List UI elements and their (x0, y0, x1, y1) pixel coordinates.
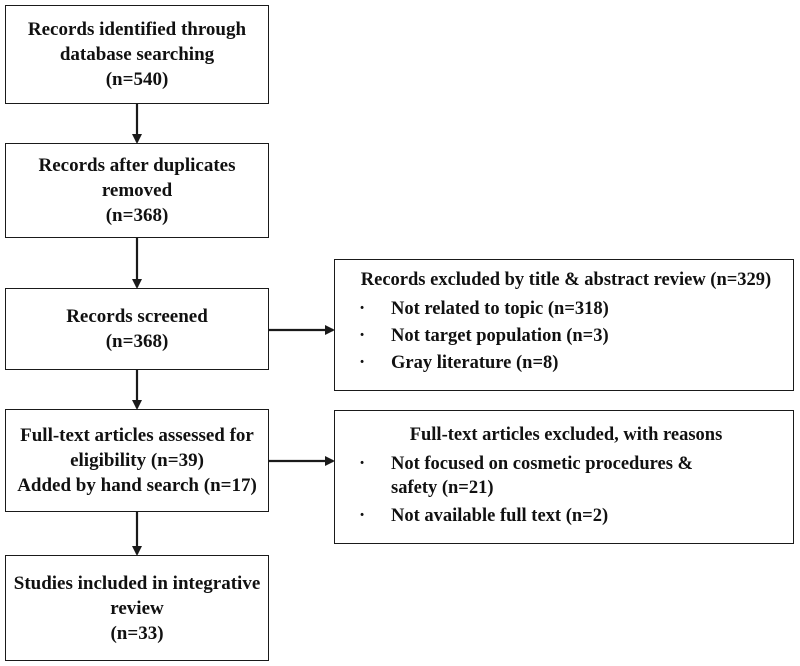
deduplicated-count: (n=368) (105, 205, 169, 226)
deduplicated-line-2: removed (101, 180, 173, 201)
list-item: · Gray literature (n=8) (345, 351, 787, 375)
list-item: · Not available full text (n=2) (345, 504, 787, 528)
screened-line-1: Records screened (66, 306, 208, 327)
fulltext-exclusions-box: Full-text articles excluded, with reason… (334, 410, 794, 544)
screened-count: (n=368) (105, 331, 169, 352)
bullet-dot: · (359, 506, 366, 526)
bullet-dot: · (359, 353, 366, 373)
bullet-dot: · (359, 454, 366, 474)
fulltext-line-3: Added by hand search (n=17) (17, 475, 257, 496)
deduplicated-line-1: Records after duplicates (38, 155, 236, 176)
exclusion-reason: Not available full text (n=2) (391, 506, 609, 526)
exclusion-reason: Gray literature (n=8) (391, 353, 559, 373)
bullet-dot: · (359, 299, 366, 319)
identified-line-1: Records identified through (27, 19, 247, 40)
screening-exclusions-heading: Records excluded by title & abstract rev… (360, 270, 772, 290)
identified-count: (n=540) (105, 69, 169, 90)
exclusion-reason-line-1: Not focused on cosmetic procedures & (391, 454, 693, 474)
included-count: (n=33) (110, 622, 164, 644)
screening-exclusions-list: · Not related to topic (n=318) · Not tar… (345, 297, 787, 375)
exclusion-reason-line-2: safety (n=21) (391, 478, 494, 498)
exclusion-reason: Not related to topic (n=318) (391, 299, 609, 319)
included-line-2: review (110, 597, 164, 619)
included-box: Studies included in integrative review (… (5, 555, 269, 661)
fulltext-exclusions-heading: Full-text articles excluded, with reason… (409, 425, 723, 445)
exclusion-reason: Not target population (n=3) (391, 326, 609, 346)
included-line-1: Studies included in integrative (13, 572, 261, 594)
list-item: · Not target population (n=3) (345, 324, 787, 348)
identified-box: Records identified through database sear… (5, 5, 269, 104)
fulltext-line-2: eligibility (n=39) (70, 450, 204, 471)
identified-line-2: database searching (59, 44, 215, 65)
screened-box: Records screened (n=368) (5, 288, 269, 370)
fulltext-exclusions-list: · Not focused on cosmetic procedures & s… (345, 452, 787, 528)
fulltext-line-1: Full-text articles assessed for (20, 425, 254, 446)
deduplicated-box: Records after duplicates removed (n=368) (5, 143, 269, 238)
bullet-dot: · (359, 326, 366, 346)
list-item: · Not related to topic (n=318) (345, 297, 787, 321)
fulltext-box: Full-text articles assessed for eligibil… (5, 409, 269, 512)
list-item: · Not focused on cosmetic procedures & s… (345, 452, 787, 500)
screening-exclusions-box: Records excluded by title & abstract rev… (334, 259, 794, 391)
